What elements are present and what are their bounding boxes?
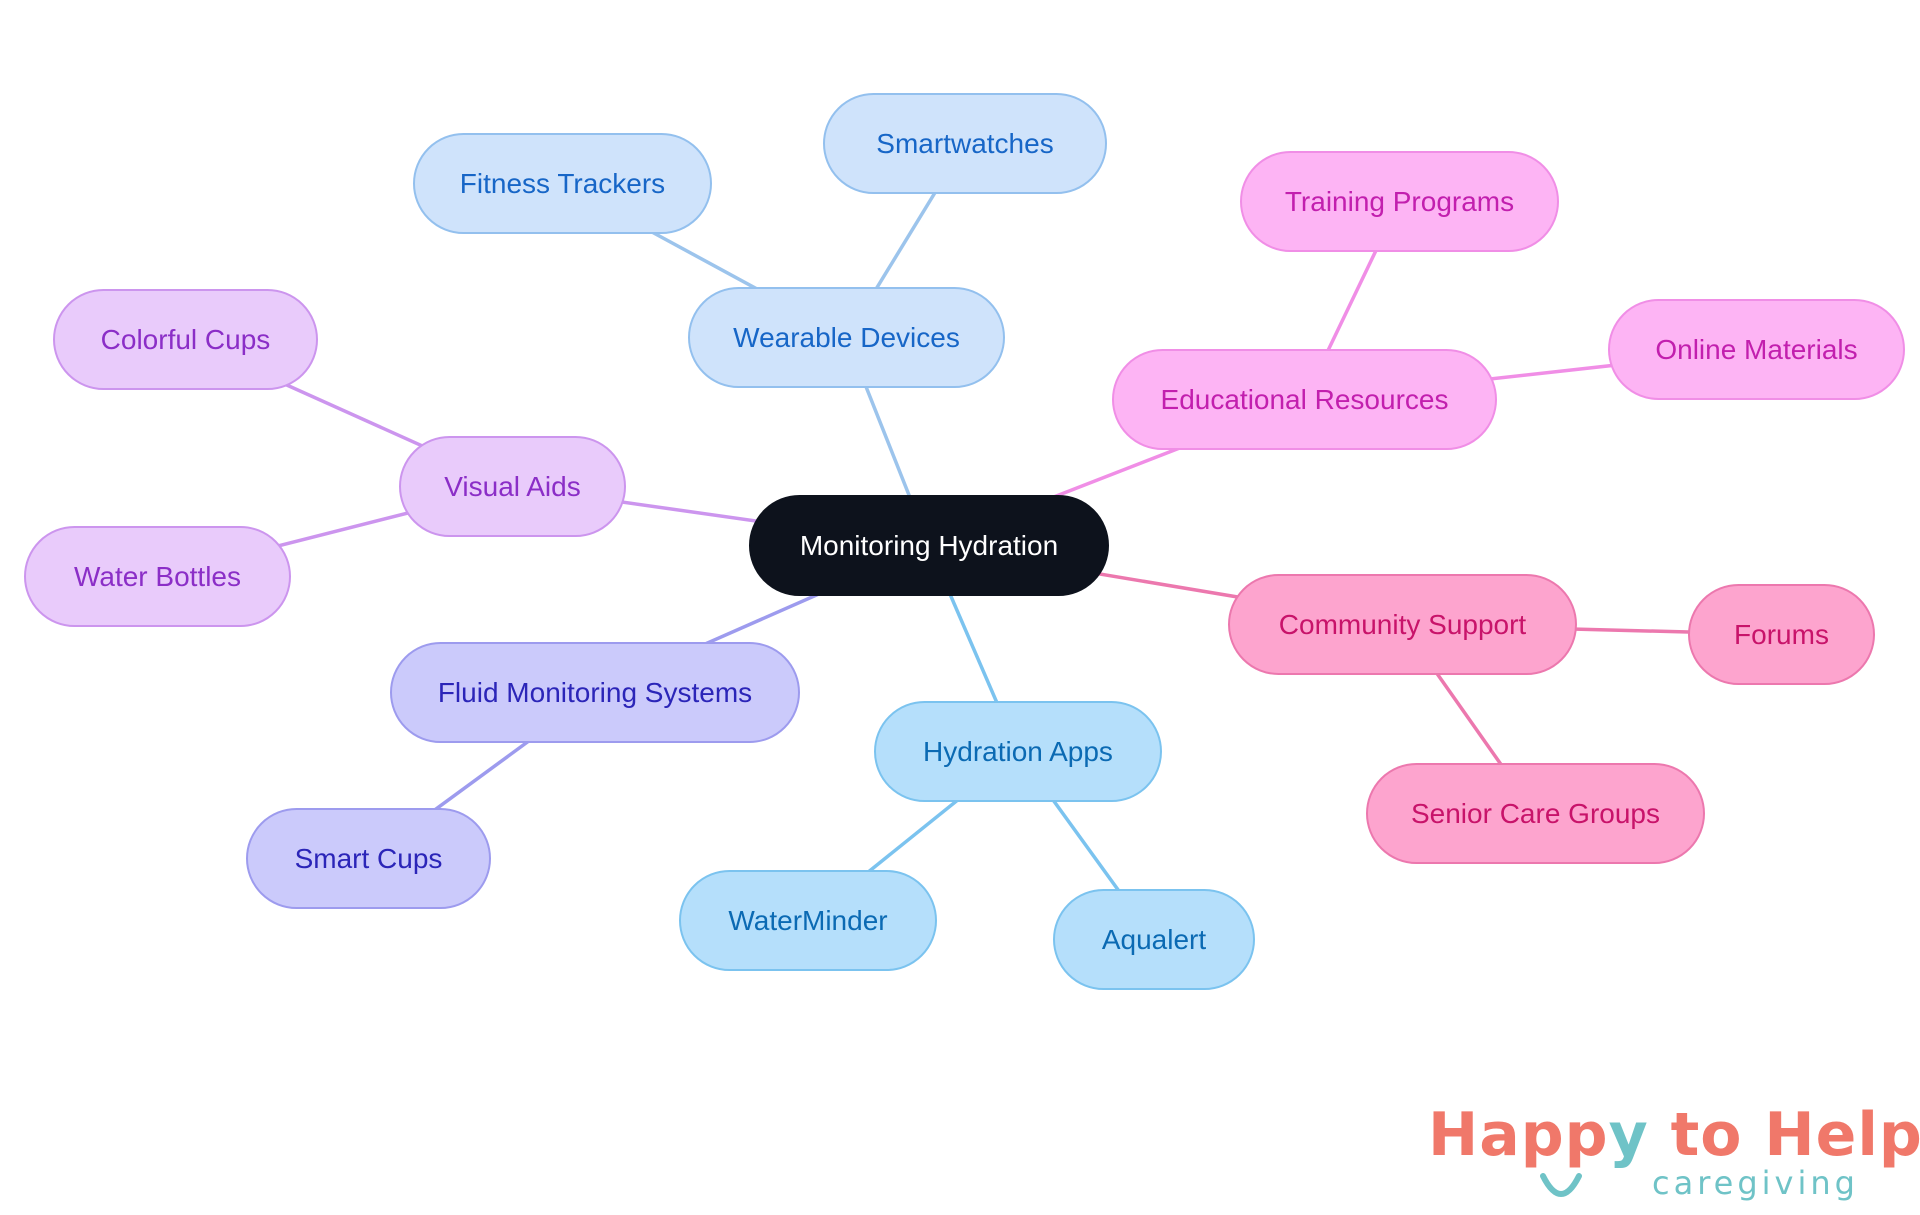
- leaf-node-smartcups: Smart Cups: [246, 808, 491, 909]
- leaf-node-fitness: Fitness Trackers: [413, 133, 712, 234]
- leaf-node-forums: Forums: [1688, 584, 1875, 685]
- branch-node-educational: Educational Resources: [1112, 349, 1497, 450]
- logo-text-y: y: [1608, 1100, 1649, 1170]
- logo-text-part-2: to Help: [1648, 1100, 1920, 1170]
- branch-node-community: Community Support: [1228, 574, 1577, 675]
- smile-icon: [1540, 1173, 1582, 1197]
- happy-to-help-logo: Happy to Help caregiving: [1420, 1100, 1920, 1210]
- branch-node-fluid: Fluid Monitoring Systems: [390, 642, 800, 743]
- leaf-node-bottles: Water Bottles: [24, 526, 291, 627]
- logo-text-part-1: Happ: [1428, 1100, 1609, 1170]
- branch-node-wearable: Wearable Devices: [688, 287, 1005, 388]
- logo-wordmark: Happy to Help: [1428, 1100, 1920, 1170]
- leaf-node-waterminder: WaterMinder: [679, 870, 937, 971]
- leaf-node-colorful: Colorful Cups: [53, 289, 318, 390]
- branch-node-visual: Visual Aids: [399, 436, 626, 537]
- leaf-node-online: Online Materials: [1608, 299, 1905, 400]
- branch-node-apps: Hydration Apps: [874, 701, 1162, 802]
- logo-subtitle: caregiving: [1652, 1164, 1859, 1202]
- leaf-node-aqualert: Aqualert: [1053, 889, 1255, 990]
- leaf-node-smartwatches: Smartwatches: [823, 93, 1107, 194]
- leaf-node-training: Training Programs: [1240, 151, 1559, 252]
- central-node: Monitoring Hydration: [749, 495, 1109, 596]
- leaf-node-senior: Senior Care Groups: [1366, 763, 1705, 864]
